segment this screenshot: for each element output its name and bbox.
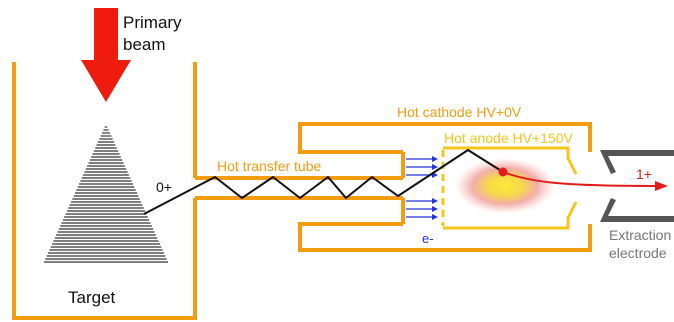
plasma-glow [455, 158, 555, 214]
electron-arrowhead [432, 156, 438, 162]
charge-in-label: 0+ [156, 179, 172, 195]
hot-anode-label: Hot anode HV+150V [444, 130, 573, 146]
electron-arrowhead [432, 164, 438, 170]
ion-beam-arrowhead [655, 181, 668, 191]
primary-beam-arrow [81, 8, 131, 102]
electron-arrowhead [432, 214, 438, 220]
hot-anode-bottom [443, 201, 578, 230]
primary-beam-label-1: Primary [123, 13, 182, 32]
hot-anode-top [443, 146, 578, 175]
extraction-electrode-label-1: Extraction [609, 227, 671, 243]
electron-label: e- [422, 231, 434, 246]
electron-arrowhead [432, 198, 438, 204]
extraction-electrode-label-2: electrode [609, 245, 667, 261]
target-chamber [12, 62, 197, 320]
extraction-electrode-lower [600, 198, 674, 222]
electron-arrows [406, 156, 438, 220]
target [44, 126, 168, 263]
particle-path [143, 149, 504, 215]
hot-transfer-tube-label: Hot transfer tube [217, 158, 321, 174]
electron-arrowhead [432, 206, 438, 212]
hot-cathode-bottom [298, 222, 592, 252]
extraction-electrode-upper [600, 150, 674, 174]
primary-beam-label-2: beam [123, 35, 166, 54]
hot-cathode-top [298, 122, 592, 154]
hot-cathode-label: Hot cathode HV+0V [397, 104, 522, 120]
charge-out-label: 1+ [636, 166, 652, 182]
target-label: Target [68, 288, 116, 307]
ion-beam [502, 171, 656, 187]
